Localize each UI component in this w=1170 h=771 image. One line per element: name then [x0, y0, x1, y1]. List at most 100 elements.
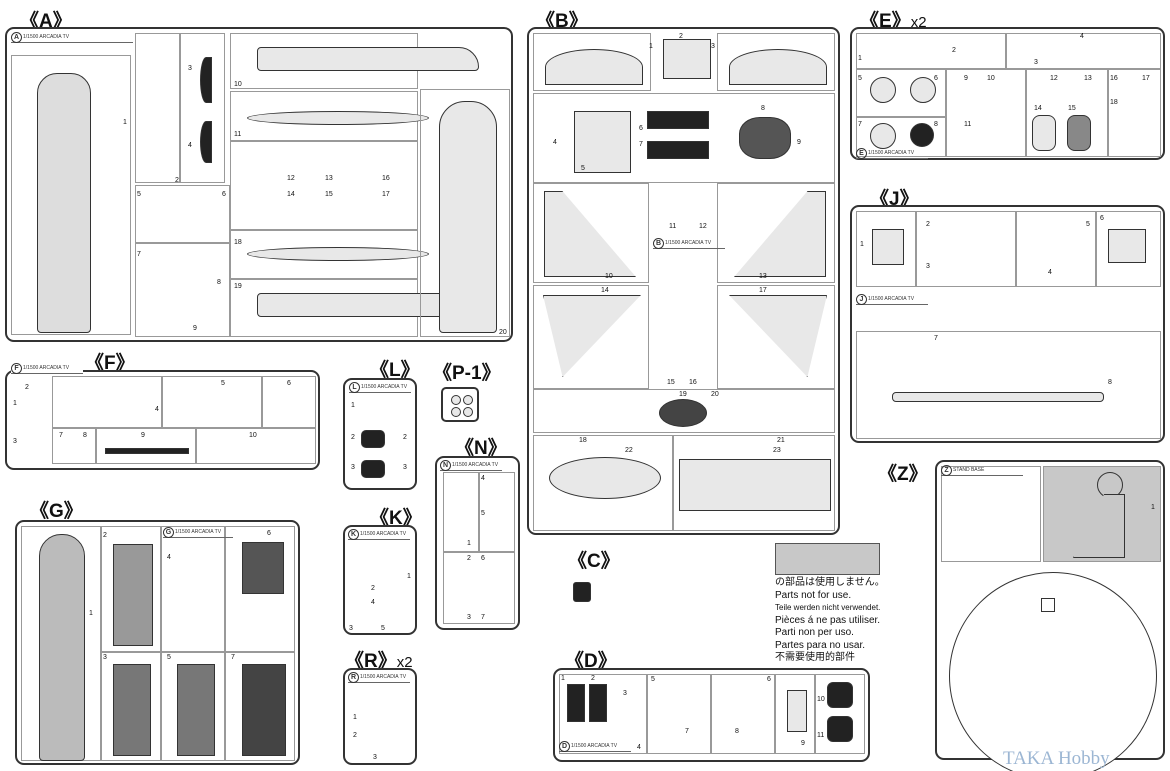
engine-block-part [739, 117, 791, 159]
sprue-cell [443, 552, 515, 624]
sprue-cell [856, 211, 916, 287]
sprue-cell [162, 376, 262, 428]
notice-line: 不需要使用的部件 [775, 652, 855, 663]
wing-part [729, 49, 827, 85]
part-number: 15 [667, 379, 675, 386]
sprue-cell [11, 55, 131, 335]
notice-line: の部品は使用しません。 [775, 577, 885, 588]
notice-line: Parti non per uso. [775, 627, 854, 638]
part-number: 9 [964, 75, 968, 82]
part-number: 12 [287, 175, 295, 182]
sprue-cell [180, 33, 225, 183]
part-number: 11 [817, 732, 825, 739]
sprue-cell [135, 33, 180, 183]
engine-part [1067, 115, 1091, 151]
notice-line: Pièces á ne pas utiliser. [775, 614, 881, 626]
part-number: 2 [591, 675, 595, 682]
part-number: 4 [1048, 269, 1052, 276]
sprue-cell [1006, 33, 1161, 69]
antenna-part [105, 448, 189, 454]
part-number: 6 [1100, 215, 1104, 222]
block-part [787, 690, 807, 732]
part-number: 10 [234, 81, 242, 88]
part-number: 5 [137, 191, 141, 198]
sprue-b-title: 《B》 [536, 11, 588, 32]
sprue-cell [161, 526, 225, 652]
part-number: 18 [579, 437, 587, 444]
hangar-part [242, 664, 286, 756]
part-number: 5 [581, 165, 585, 172]
notice-line: Teile werden nicht verwendet. [775, 603, 881, 612]
sprue-c-title: 《C》 [568, 551, 620, 572]
panel-part [113, 664, 151, 756]
sprue-cell [946, 69, 1026, 157]
poly-cap-part [463, 407, 473, 417]
sprue-cell [135, 243, 230, 337]
sprue-cell [533, 285, 649, 389]
sprue-cell [52, 376, 162, 428]
engine-part [589, 684, 607, 722]
sprue-cell [101, 652, 161, 761]
part-number: 2 [467, 555, 471, 562]
part-number: 6 [287, 380, 291, 387]
part-number: 1 [353, 714, 357, 721]
part-number: 3 [1034, 59, 1038, 66]
sprue-cell [815, 674, 865, 754]
keel-part [247, 247, 429, 261]
sprue-cell [225, 526, 295, 652]
part-number: 6 [767, 676, 771, 683]
poly-cap-part [463, 395, 473, 405]
part-number: 23 [773, 447, 781, 454]
lower-hull-part [549, 457, 661, 499]
base-plate-part [679, 459, 831, 511]
part-number: 11 [669, 223, 677, 230]
engine-part [827, 716, 853, 742]
sprue-cell [533, 33, 651, 91]
part-number: 5 [481, 510, 485, 517]
sprue-cell [533, 389, 835, 433]
part-number: 4 [167, 554, 171, 561]
part-number: 5 [221, 380, 225, 387]
sprue-cell [96, 428, 196, 464]
rail-part [892, 392, 1104, 402]
engine-part [827, 682, 853, 708]
sprue-cell [52, 428, 96, 464]
watermark: TAKA Hobby [1003, 748, 1110, 769]
box-part [1108, 229, 1146, 263]
sprue-cell [262, 376, 316, 428]
part-number: 9 [141, 432, 145, 439]
sprue-cell [1016, 211, 1096, 287]
sprue-p1 [441, 387, 479, 422]
part-number: 3 [13, 438, 17, 445]
part-number: 4 [1080, 33, 1084, 40]
sprue-k-title: 《K》 [370, 508, 422, 529]
part-number: 1 [561, 675, 565, 682]
sprue-f-title: 《F》 [85, 353, 135, 374]
part-number: 7 [59, 432, 63, 439]
part-number: 18 [1110, 99, 1118, 106]
nozzle-part [910, 123, 934, 147]
part-number: 8 [83, 432, 87, 439]
part-number: 20 [499, 329, 507, 336]
part-number: 6 [267, 530, 271, 537]
part-number: 7 [685, 728, 689, 735]
part-number: 12 [1050, 75, 1058, 82]
part-number: 3 [403, 464, 407, 471]
part-number: 2 [926, 221, 930, 228]
sprue-cell [533, 435, 673, 531]
part-number: 3 [103, 654, 107, 661]
sprue-cell [1096, 211, 1161, 287]
sprue-cell [673, 435, 835, 531]
part-number: 7 [858, 121, 862, 128]
part-number: 3 [188, 65, 192, 72]
